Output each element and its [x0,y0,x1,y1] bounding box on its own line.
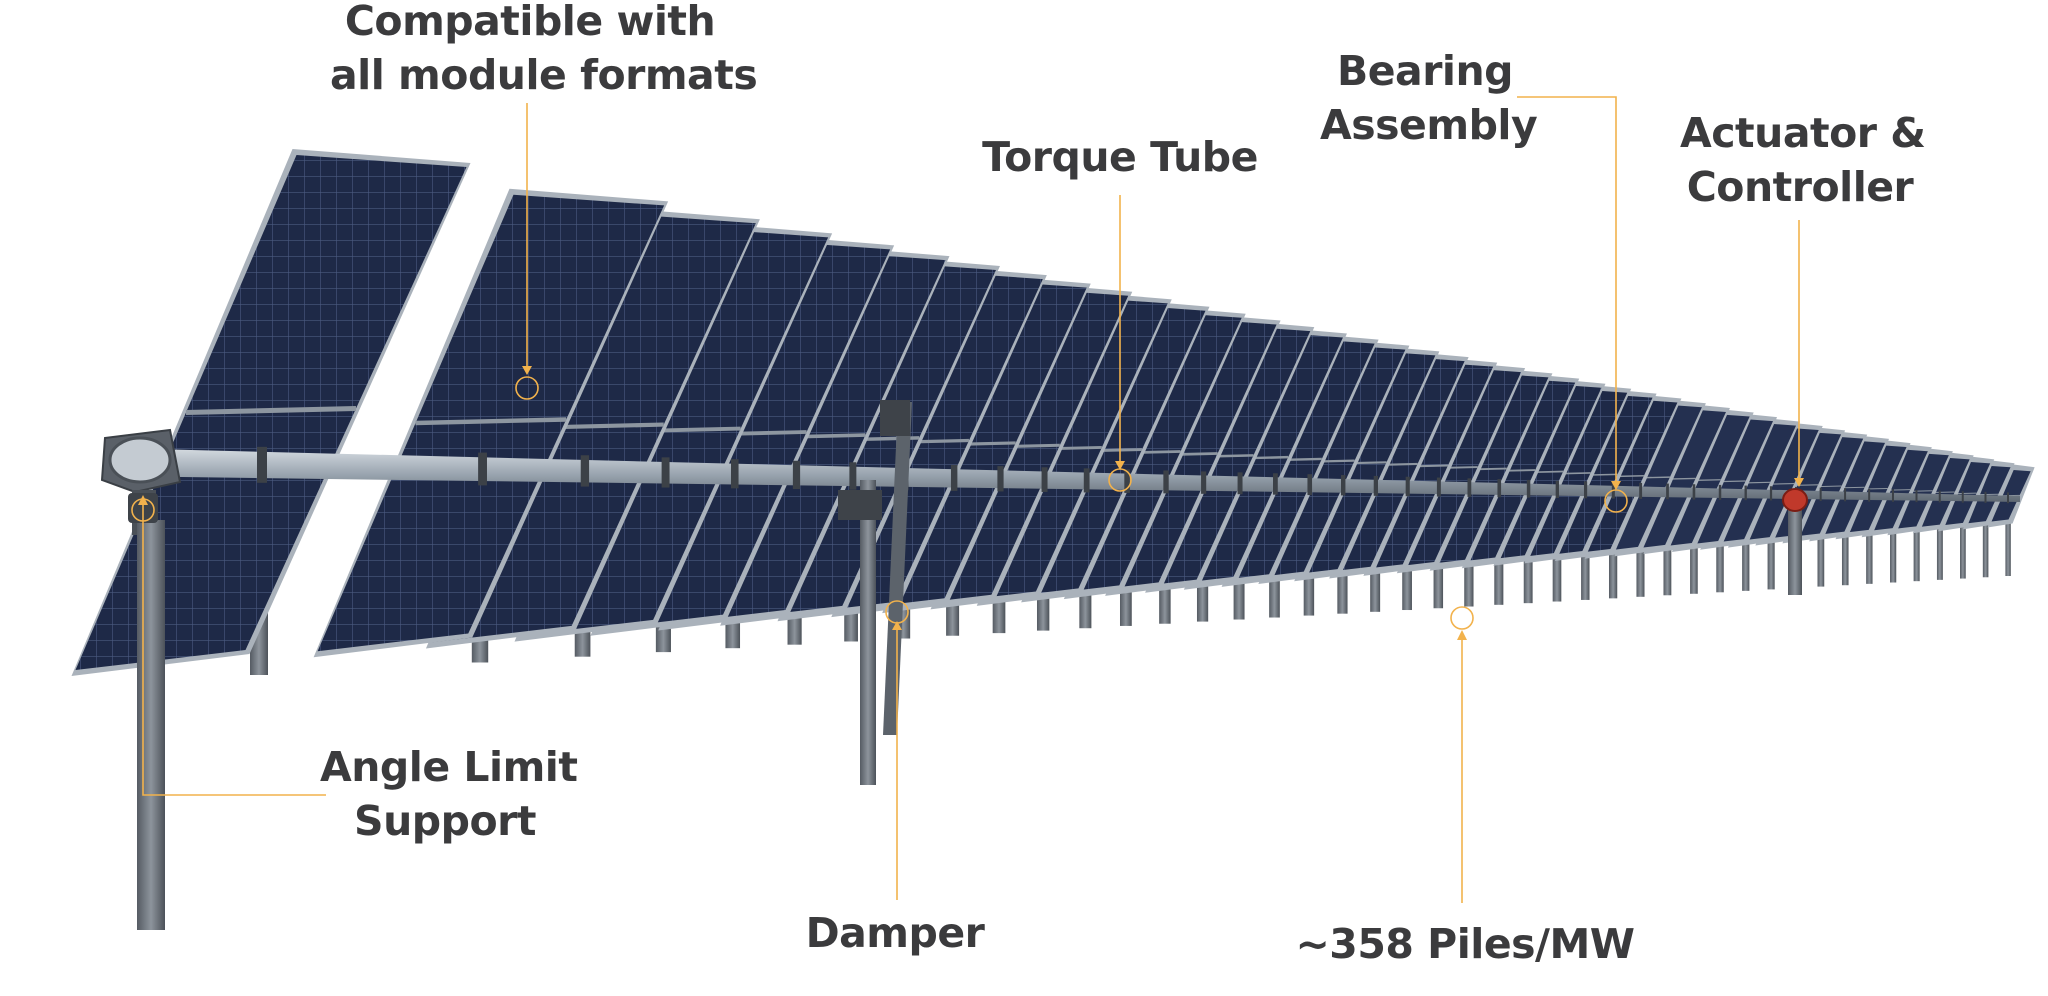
tube-clamp [2007,492,2009,504]
bearing-callout-line2: Assembly [1320,101,1538,149]
pile-post [1913,497,1920,582]
pile-post [1841,495,1849,586]
tube-clamp [1666,483,1669,500]
tube-clamp [1436,477,1441,497]
tube-clamp [1639,482,1643,499]
angle-limit-callout-line2: Support [354,797,536,845]
actuator-callout-line1: Actuator & [1680,109,1926,157]
tube-clamp [1041,467,1048,492]
modules-marker [515,376,539,400]
tube-clamp [1891,489,1894,502]
tube-clamp [792,460,801,490]
pile-post [1960,498,1966,579]
piles-callout: ~358 Piles/MW [1290,917,1640,971]
tube-clamp [257,446,267,483]
pile-post [2005,500,2011,576]
tube-clamp [1526,479,1531,498]
modules-callout-line1: Compatible with [344,0,716,45]
tube-clamp [1124,469,1130,493]
tube-clamp [1915,490,1918,503]
pile-post [1936,498,1943,580]
torque-tube-callout: Torque Tube [980,130,1260,184]
damper-callout: Damper [790,906,1000,960]
tube-clamp [1692,484,1696,500]
modules-callout: Compatible with all module formats [330,0,758,102]
tube-clamp [1373,475,1378,496]
tube-clamp [1083,468,1090,493]
tube-clamp [1307,474,1313,496]
leader-arrowheads [138,366,1804,640]
tube-clamp [661,457,670,488]
damper-callout-line1: Damper [805,909,985,957]
tube-clamp [1938,490,1941,503]
angle-limit-callout-line1: Angle Limit [320,743,578,791]
tube-clamp [1718,484,1722,500]
torque-tube-callout-line1: Torque Tube [982,133,1258,181]
tube-clamp [1237,472,1243,495]
tube-clamp [1984,491,1987,503]
tube-clamp [950,464,958,491]
panel-split [185,406,357,415]
pile-post [1890,497,1897,583]
bearing-callout: Bearing Assembly [1320,44,1538,152]
tube-clamp [849,462,857,490]
pile-post [1817,495,1825,587]
piles-callout-line1: ~358 Piles/MW [1295,920,1635,968]
tube-clamp [1273,473,1278,495]
pile-post [1982,499,1989,578]
tube-clamp [478,452,487,486]
tube-clamp [1341,475,1346,496]
modules-callout-line2: all module formats [330,51,758,99]
solar-panel-row [71,149,2035,676]
actuator-controller [1782,488,1808,595]
tube-clamp [1819,487,1822,502]
actuator-callout-line2: Controller [1686,163,1914,211]
angle-limit-callout: Angle Limit Support [320,740,578,848]
tube-clamp [1868,488,1871,502]
panel-split [415,417,567,426]
tube-clamp [1844,488,1847,502]
pile-post [1866,496,1873,584]
tube-clamp [1744,485,1747,501]
tube-clamp [1583,481,1588,499]
tube-clamp [580,455,590,487]
bearing-leader [1517,96,1617,485]
tube-clamp [1405,476,1410,497]
tube-clamp [1201,471,1207,494]
front-pile [137,520,165,930]
tube-clamp [1555,480,1559,498]
tube-clamp [1961,491,1964,503]
tube-clamp [997,466,1004,492]
tube-clamp [730,459,739,489]
piles-marker [1450,606,1474,630]
tube-clamp [1769,486,1773,501]
actuator-callout: Actuator & Controller [1680,106,1926,214]
tube-clamp [1497,479,1502,498]
damper-assembly [838,400,912,785]
bearing-callout-line1: Bearing [1336,47,1514,95]
tube-clamp [1163,470,1169,494]
angle-limit-leader [142,500,326,796]
tube-clamp [1467,478,1472,497]
